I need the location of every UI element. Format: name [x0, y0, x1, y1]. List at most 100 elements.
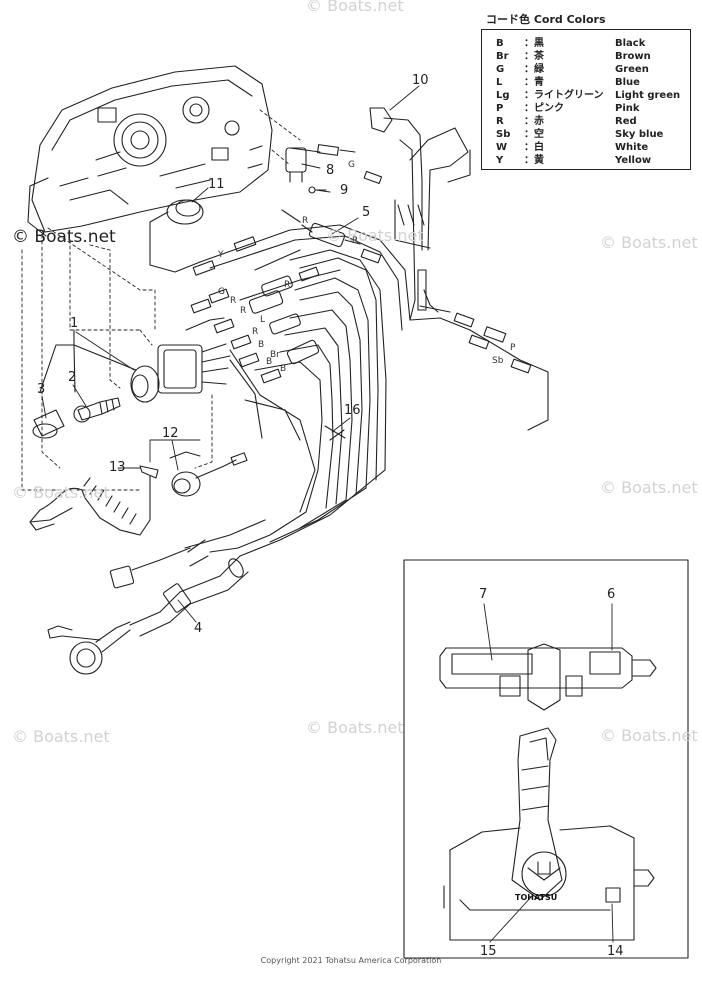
callout-5: 5	[362, 205, 371, 220]
relay-11	[149, 199, 204, 273]
legend-en: Light green	[615, 90, 681, 101]
callout-16: 16	[344, 403, 361, 418]
legend-code: L	[496, 77, 503, 88]
callout-7: 7	[479, 587, 488, 602]
legend-en: Red	[615, 116, 637, 127]
legend-en: Pink	[615, 103, 640, 114]
wire-harness	[184, 224, 411, 557]
legend-row: Lg ：ライトグリーン Light green	[482, 89, 690, 102]
callout-11: 11	[208, 177, 225, 192]
wire-label: R	[252, 327, 259, 337]
watermark: © Boats.net	[326, 226, 424, 245]
cap-3	[32, 409, 65, 439]
remote-arm-10	[369, 107, 471, 321]
legend-title: コード色 Cord Colors	[486, 13, 606, 26]
legend-jp: ：ライトグリーン	[524, 90, 604, 101]
remote-box-side	[443, 727, 655, 941]
wire-label: L	[260, 315, 266, 325]
wire-label: R	[284, 280, 291, 290]
legend-row: Br ：茶 Brown	[482, 50, 690, 63]
legend-code: G	[496, 64, 505, 75]
legend-row: Y ：黄 Yellow	[482, 154, 690, 167]
main-switch-1	[130, 317, 263, 439]
callout-15: 15	[480, 944, 497, 959]
screw-9	[308, 186, 327, 194]
callout-6: 6	[607, 587, 616, 602]
watermark: © Boats.net	[306, 0, 404, 15]
wire-label: G	[218, 287, 225, 297]
key-2	[73, 397, 121, 423]
wire-label: B	[280, 364, 287, 374]
harness-4	[47, 539, 249, 675]
watermark: © Boats.net	[12, 483, 110, 502]
legend-jp: ：青	[524, 77, 544, 88]
watermark: © Boats.net	[600, 726, 698, 745]
callout-4: 4	[194, 621, 203, 636]
legend-en: Yellow	[615, 155, 652, 166]
legend-row: B ：黒 Black	[482, 37, 690, 50]
callout-8: 8	[326, 163, 335, 178]
tohatsu-logo-text: TOHATSU	[515, 893, 558, 902]
wire-label: R	[230, 296, 237, 306]
copyright-notice: Copyright 2021 Tohatsu America Corporati…	[260, 956, 442, 965]
legend-jp: ：白	[524, 142, 544, 153]
legend-row: P ：ピンク Pink	[482, 102, 690, 115]
legend-code: R	[496, 116, 504, 127]
remote-box-top	[439, 643, 657, 711]
lanyard-13	[29, 465, 159, 536]
wire-label: Br	[270, 350, 280, 360]
legend-code: Sb	[496, 129, 511, 140]
legend-code: P	[496, 103, 504, 114]
legend-jp: ：赤	[524, 116, 544, 127]
wire-label: B	[258, 340, 265, 350]
legend-en: Black	[615, 38, 646, 49]
watermark: © Boats.net	[306, 718, 404, 737]
legend-en: Blue	[615, 77, 640, 88]
legend-row: Sb ：空 Sky blue	[482, 128, 690, 141]
legend-jp: ：空	[524, 129, 544, 140]
wire-label: R	[352, 236, 359, 246]
legend-row: L ：青 Blue	[482, 76, 690, 89]
wire-label: B	[266, 357, 273, 367]
watermark: © Boats.net	[600, 478, 698, 497]
legend-row: W ：白 White	[482, 141, 690, 154]
legend-jp: ：緑	[524, 64, 544, 75]
cord-color-legend: B ：黒 Black Br ：茶 Brown G ：緑 Green L ：青 B…	[481, 29, 691, 170]
engine-housing	[27, 65, 273, 237]
legend-en: White	[615, 142, 649, 153]
watermark: © Boats.net	[12, 727, 110, 746]
inset-frame	[403, 559, 689, 959]
legend-en: Green	[615, 64, 649, 75]
legend-en: Brown	[615, 51, 651, 62]
callout-14: 14	[607, 944, 624, 959]
watermark: © Boats.net	[600, 233, 698, 252]
legend-row: G ：緑 Green	[482, 63, 690, 76]
callout-3: 3	[37, 382, 46, 397]
stop-switch-12	[169, 451, 248, 497]
connectors	[190, 144, 549, 441]
legend-jp: ：ピンク	[524, 103, 564, 114]
callout-1: 1	[70, 316, 79, 331]
callout-12: 12	[162, 426, 179, 441]
legend-code: Lg	[496, 90, 510, 101]
callout-9: 9	[340, 183, 349, 198]
legend-jp: ：黄	[524, 155, 544, 166]
callout-13: 13	[109, 460, 126, 475]
wire-label: R	[302, 216, 309, 226]
wire-label: Y	[218, 250, 224, 260]
legend-code: Br	[496, 51, 509, 62]
legend-code: Y	[496, 155, 504, 166]
wire-label: G	[348, 160, 355, 170]
callout-2: 2	[68, 370, 77, 385]
legend-row: R ：赤 Red	[482, 115, 690, 128]
legend-jp: ：黒	[524, 38, 544, 49]
legend-jp: ：茶	[524, 51, 544, 62]
wire-label: P	[510, 343, 516, 353]
callout-10: 10	[412, 73, 429, 88]
wire-label: Sb	[492, 356, 504, 366]
legend-code: W	[496, 142, 508, 153]
legend-en: Sky blue	[615, 129, 664, 140]
wire-label: R	[240, 306, 247, 316]
legend-code: B	[496, 38, 504, 49]
